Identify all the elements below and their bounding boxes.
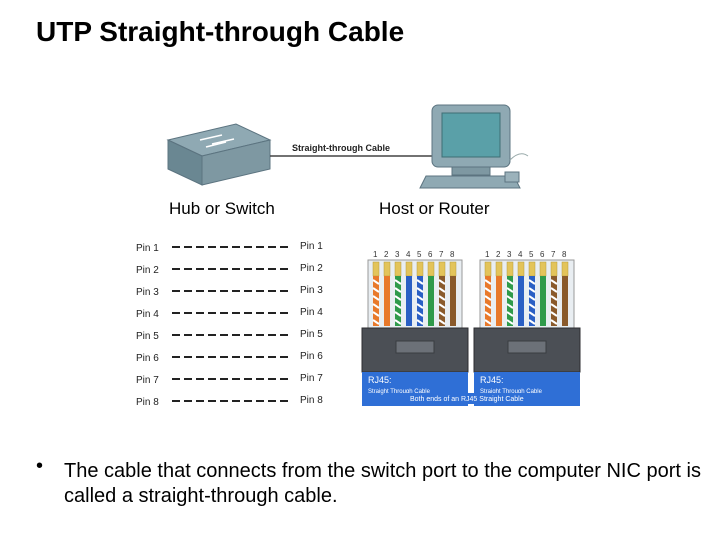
- connector-pin-number: 1: [373, 250, 378, 259]
- pin-diagram: Pin 1 Pin 1 Pin 2 Pin 2 Pin 3 Pin 3 Pin 4 Pin 4…: [136, 241, 323, 408]
- connector-pin-number: 7: [551, 250, 556, 259]
- switch-icon: [166, 123, 272, 186]
- pin-left-label: Pin 2: [136, 265, 159, 276]
- pin-right-label: Pin 8: [300, 395, 323, 406]
- pin-left-label: Pin 5: [136, 331, 159, 342]
- pin-left-label: Pin 7: [136, 375, 159, 386]
- pin-left-label: Pin 4: [136, 309, 159, 320]
- pin-right-label: Pin 6: [300, 351, 323, 362]
- connector-pin-number: 2: [496, 250, 501, 259]
- connector-pin-number: 5: [529, 250, 534, 259]
- pin-right-label: Pin 4: [300, 307, 323, 318]
- pin-left-label: Pin 6: [136, 353, 159, 364]
- pin-left-label: Pin 3: [136, 287, 159, 298]
- connector-pin-number: 8: [450, 250, 455, 259]
- connector-desc-label: Straight Through Cable: [480, 389, 543, 395]
- pin-right-label: Pin 2: [300, 263, 323, 274]
- connector-pin-number: 4: [406, 250, 411, 259]
- pin-left-label: Pin 1: [136, 243, 159, 254]
- connector-pin-number: 3: [395, 250, 400, 259]
- network-illustration: Straight-through Cable: [166, 104, 529, 189]
- caption-strip: [404, 393, 544, 404]
- connector-pin-number: 4: [518, 250, 523, 259]
- connector-pin-number: 5: [417, 250, 422, 259]
- connector-pin-number: 6: [428, 250, 433, 259]
- pin-right-label: Pin 1: [300, 241, 323, 252]
- connector-pin-number: 7: [439, 250, 444, 259]
- connector-pin-number: 8: [562, 250, 567, 259]
- connector-pin-number: 6: [540, 250, 545, 259]
- pin-right-label: Pin 5: [300, 329, 323, 340]
- pin-left-label: Pin 8: [136, 397, 159, 408]
- connectors-caption: Both ends of an RJ45 Straight Cable: [410, 396, 524, 403]
- connector-type-label: RJ45:: [480, 375, 504, 385]
- bullet-icon: •: [36, 455, 44, 477]
- pin-right-label: Pin 7: [300, 373, 323, 384]
- bullet-text: The cable that connects from the switch …: [64, 460, 701, 507]
- connector-type-label: RJ45:: [368, 375, 392, 385]
- left-device-label: Hub or Switch: [169, 199, 275, 218]
- connector-desc-label: Straight Through Cable: [368, 389, 431, 395]
- connector-pin-number: 2: [384, 250, 389, 259]
- right-device-label: Host or Router: [379, 199, 490, 218]
- connector-pin-number: 3: [507, 250, 512, 259]
- cable-label: Straight-through Cable: [292, 143, 390, 153]
- pin-right-label: Pin 3: [300, 285, 323, 296]
- connector-pin-number: 1: [485, 250, 490, 259]
- computer-icon: [419, 104, 529, 189]
- slide-title: UTP Straight-through Cable: [36, 16, 405, 47]
